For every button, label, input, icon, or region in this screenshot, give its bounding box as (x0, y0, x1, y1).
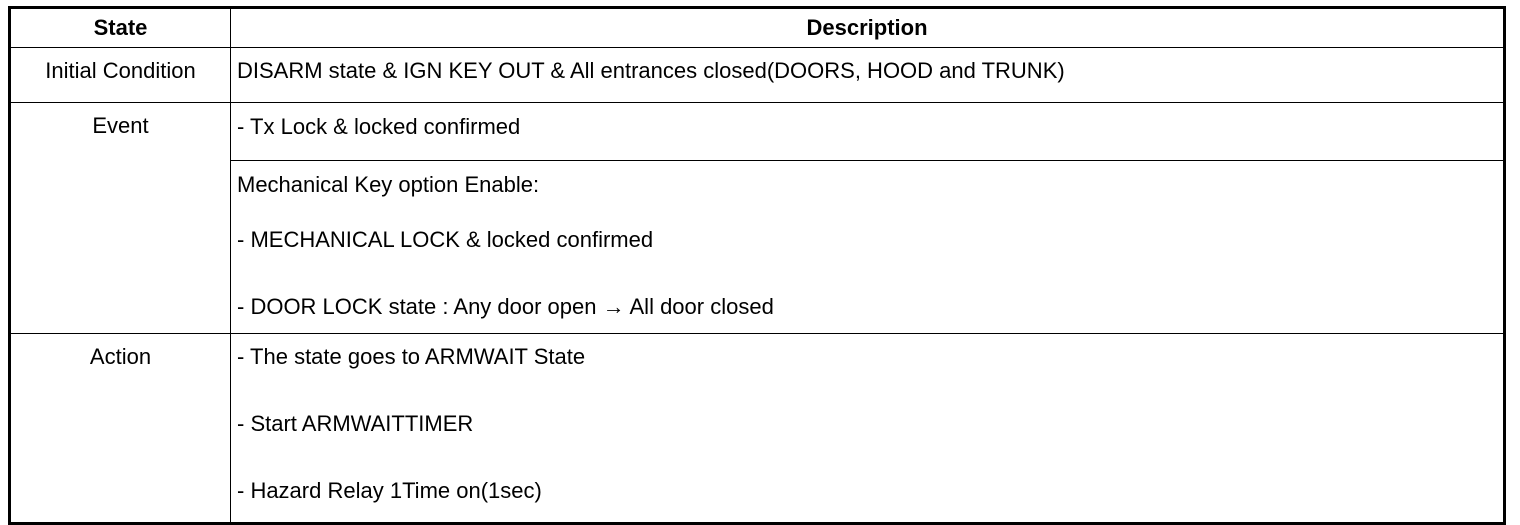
description-line: - Hazard Relay 1Time on(1sec) (237, 478, 542, 503)
state-cell-action: Action (9, 333, 231, 524)
header-description: Description (230, 7, 1505, 48)
table-row-initial-condition: Initial Condition DISARM state & IGN KEY… (9, 47, 1505, 103)
table-row-action: Action - The state goes to ARMWAIT State… (9, 333, 1505, 524)
state-cell-event: Event (9, 102, 231, 334)
description-cell-event-mechanical-key: Mechanical Key option Enable: - MECHANIC… (230, 160, 1505, 334)
table-row-event-mechanical: Mechanical Key option Enable: - MECHANIC… (10, 160, 1505, 334)
description-line: Mechanical Key option Enable: (237, 172, 540, 197)
description-line: - The state goes to ARMWAIT State (237, 344, 586, 369)
description-cell-action: - The state goes to ARMWAIT State - Star… (230, 333, 1505, 524)
state-cell-initial-condition: Initial Condition (9, 47, 231, 103)
table-row-event: Event - Tx Lock & locked confirmed (9, 102, 1505, 334)
header-state: State (9, 7, 231, 48)
description-line: - DOOR LOCK state : Any door open → All … (237, 294, 774, 319)
state-description-table: State Description Initial Condition DISA… (8, 6, 1506, 525)
description-cell-event-tx-lock: - Tx Lock & locked confirmed (230, 102, 1505, 161)
description-line: - Start ARMWAITTIMER (237, 411, 474, 436)
description-cell-initial-condition: DISARM state & IGN KEY OUT & All entranc… (230, 47, 1505, 103)
description-line: - Tx Lock & locked confirmed (237, 114, 521, 139)
table-header-row: State Description (9, 7, 1505, 48)
description-line: - MECHANICAL LOCK & locked confirmed (237, 227, 654, 252)
